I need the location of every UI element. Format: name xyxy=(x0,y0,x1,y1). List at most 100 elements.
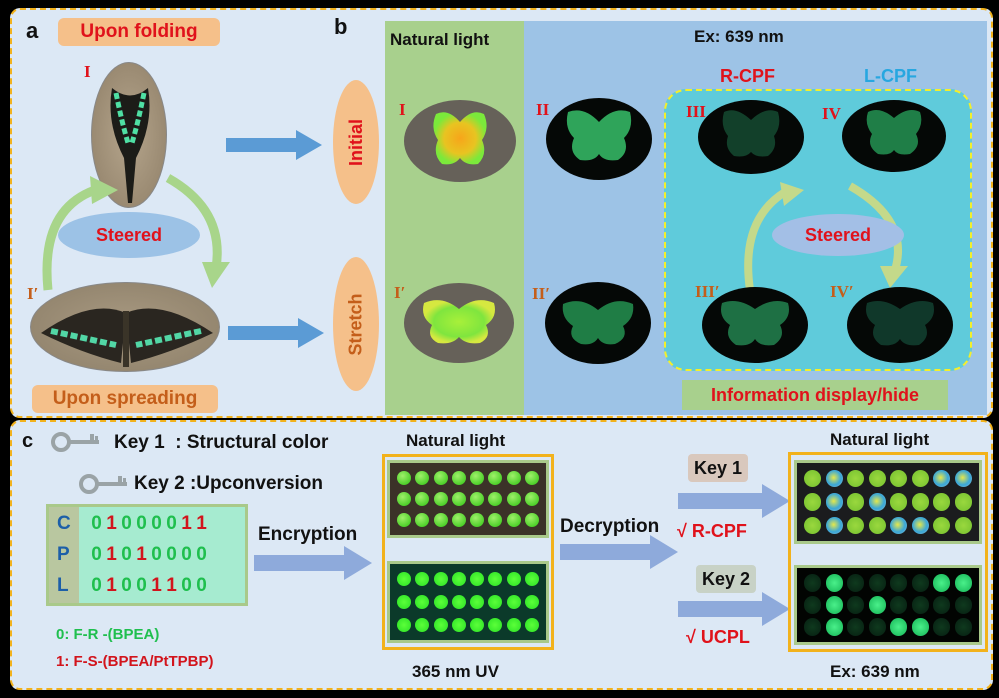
code-row-letter: L xyxy=(57,575,69,596)
code-bit: 0 xyxy=(196,544,207,565)
sample-dot xyxy=(847,574,865,592)
panel-a-letter: a xyxy=(26,18,39,43)
sample-dot xyxy=(397,513,412,528)
sample-dot xyxy=(804,470,822,488)
sample-dot xyxy=(506,572,521,587)
sample-dot xyxy=(451,513,466,528)
sample-dot xyxy=(847,618,865,636)
sample-dot xyxy=(954,470,972,488)
sample-dot xyxy=(451,492,466,506)
arrow-right-icon xyxy=(228,318,324,348)
sample-dot xyxy=(933,516,951,534)
sample-dot xyxy=(524,595,539,609)
butterfly-glow-icon xyxy=(722,110,780,157)
code-row-labels-bg xyxy=(49,507,79,603)
sample-dot xyxy=(868,516,886,534)
sample-dot xyxy=(890,493,908,511)
sample-dot xyxy=(470,617,485,632)
r-cpf-header: R-CPF xyxy=(720,66,775,86)
butterfly-glow-icon xyxy=(866,301,934,346)
sample-dot xyxy=(868,596,886,614)
code-bit: 0 xyxy=(121,544,132,565)
sample-dot xyxy=(506,595,521,609)
l-cpf-header: L-CPF xyxy=(864,66,917,86)
sample-dot xyxy=(488,572,503,587)
sample-dot xyxy=(890,516,908,534)
sample-dot xyxy=(911,493,929,511)
sample-dot xyxy=(451,617,466,632)
sample-dot xyxy=(524,492,539,506)
sample-dot xyxy=(470,595,485,609)
ucpl-check: √ UCPL xyxy=(686,627,750,647)
arrow-right-icon xyxy=(678,592,790,626)
state-I-b-label: I xyxy=(399,100,406,119)
code-bit: 0 xyxy=(181,544,192,565)
code-bit: 0 xyxy=(181,575,192,596)
sample-dot xyxy=(506,470,521,485)
state-III-label: III xyxy=(686,102,706,121)
code-bit: 0 xyxy=(91,513,102,534)
fluor-II-photo xyxy=(546,98,652,180)
sample-dot xyxy=(847,516,865,534)
sample-dot xyxy=(933,596,951,614)
sample-dot xyxy=(506,617,521,632)
mid-plate-frame xyxy=(382,454,554,650)
code-bit: 0 xyxy=(166,544,177,565)
sample-dot xyxy=(890,470,908,488)
code-bit: 0 xyxy=(196,575,207,596)
plate-key2-decoded xyxy=(794,565,982,645)
decryption-label: Decryption xyxy=(560,516,660,537)
sample-dot xyxy=(804,574,822,592)
sample-dot xyxy=(415,492,430,506)
butterfly-folded-icon xyxy=(110,88,150,203)
state-I-prime-label: I′ xyxy=(27,284,39,303)
sample-dot xyxy=(825,493,843,511)
plate-key1-decoded xyxy=(794,460,982,544)
sample-dot xyxy=(415,595,430,609)
butterfly-glow-icon xyxy=(721,301,789,346)
butterfly-film-icon xyxy=(433,112,487,165)
key-icon xyxy=(51,432,99,452)
plate-365nm-uv xyxy=(387,561,549,643)
sample-dot xyxy=(954,516,972,534)
sample-dot xyxy=(933,574,951,592)
sample-dot xyxy=(954,596,972,614)
code-bit: 0 xyxy=(121,513,132,534)
fluor-IV-prime-photo xyxy=(847,287,953,363)
code-bit: 1 xyxy=(181,513,192,534)
right-ex-639-label: Ex: 639 nm xyxy=(830,662,920,681)
sample-dot xyxy=(397,595,412,609)
steered-label-b: Steered xyxy=(772,214,904,256)
fluor-II-prime-photo xyxy=(545,282,651,364)
sample-dot xyxy=(847,470,865,488)
sample-dot xyxy=(433,492,448,506)
code-bit: 0 xyxy=(136,513,147,534)
sample-dot xyxy=(524,572,539,587)
state-IV-prime-label: IV′ xyxy=(830,282,854,301)
fluor-III-prime-photo xyxy=(702,287,808,363)
natural-light-header: Natural light xyxy=(390,30,490,49)
sample-dot xyxy=(470,572,485,587)
panel-b-letter: b xyxy=(334,14,348,39)
legend-one: 1: F-S-(BPEA/PtTPBP) xyxy=(56,653,214,670)
sample-dot xyxy=(415,572,430,587)
code-bit: 1 xyxy=(106,513,117,534)
right-plate-frame xyxy=(788,452,988,652)
sample-dot xyxy=(890,618,908,636)
sample-dot xyxy=(804,493,822,511)
butterfly-glow-icon xyxy=(566,110,632,161)
sample-dot xyxy=(524,513,539,528)
sample-dot xyxy=(433,513,448,528)
initial-label: Initial xyxy=(345,118,366,166)
sample-dot xyxy=(433,617,448,632)
sample-dot xyxy=(825,574,843,592)
sample-dot xyxy=(415,470,430,485)
upon-spreading-label: Upon spreading xyxy=(32,385,218,413)
code-bit: 0 xyxy=(121,575,132,596)
key2-tag: Key 2 xyxy=(696,565,756,593)
legend-zero: 0: F-R -(BPEA) xyxy=(56,626,160,643)
sample-dot xyxy=(933,618,951,636)
code-bit: 1 xyxy=(106,575,117,596)
